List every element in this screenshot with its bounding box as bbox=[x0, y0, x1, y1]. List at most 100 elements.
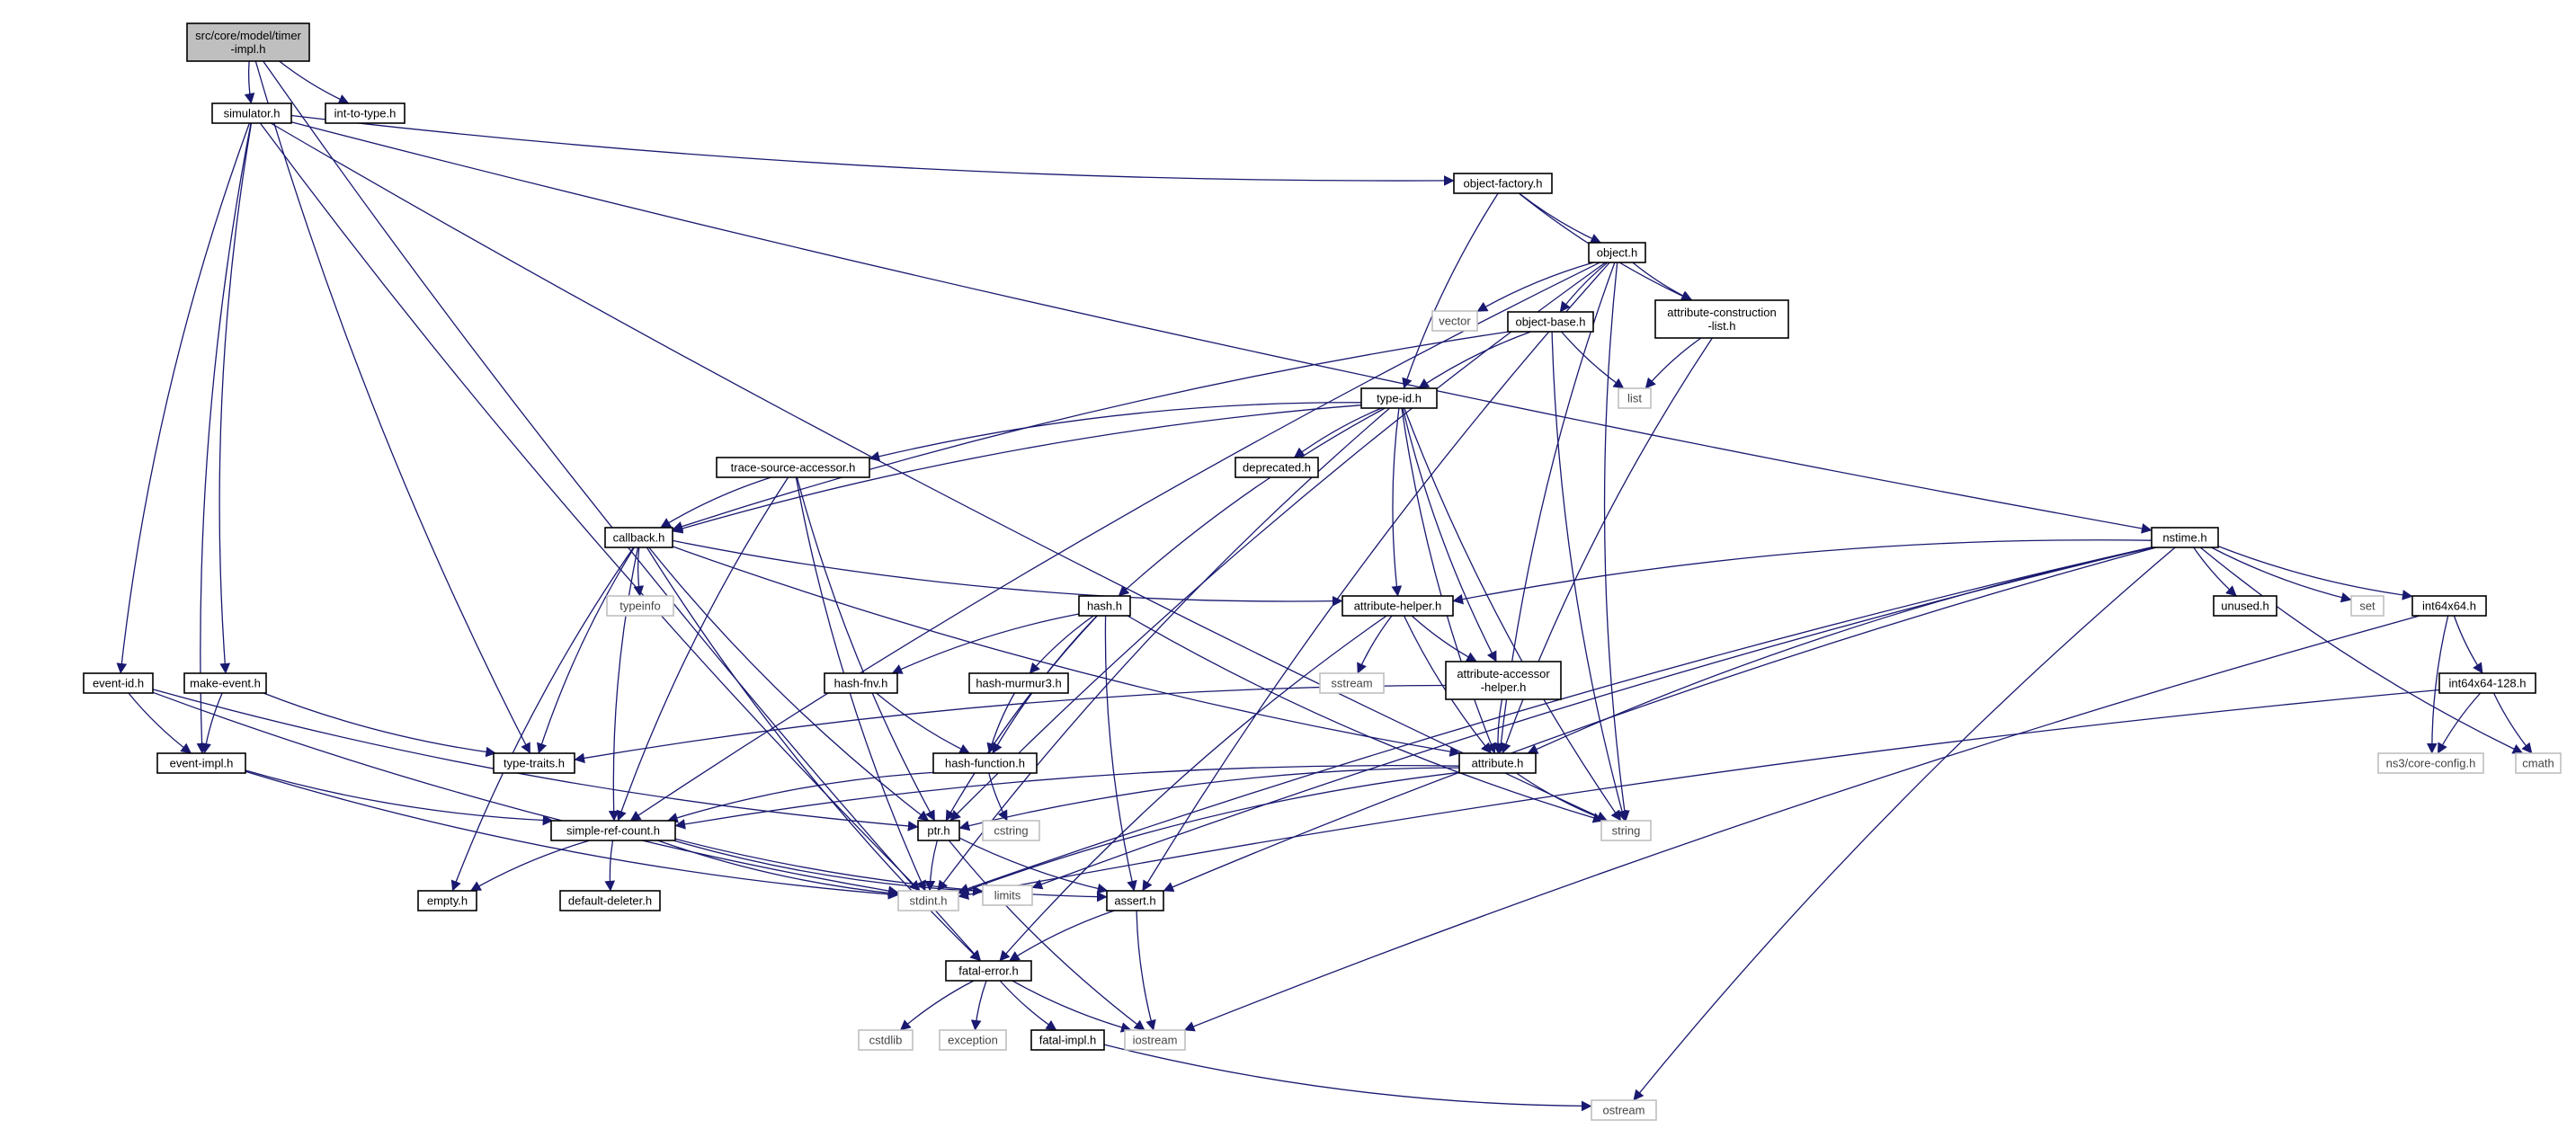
node-label-vector: vector bbox=[1439, 315, 1471, 328]
node-trace-source-accessor[interactable]: trace-source-accessor.h bbox=[716, 457, 870, 478]
edge-attribute-to-simple-ref-count bbox=[674, 765, 1460, 830]
node-label-attribute-construction-list: -list.h bbox=[1707, 319, 1735, 333]
node-hash-function[interactable]: hash-function.h bbox=[932, 752, 1038, 774]
node-box-hash bbox=[1078, 595, 1131, 617]
node-box-simulator bbox=[211, 102, 292, 124]
edge-int64x64-to-int64x64-128 bbox=[2453, 615, 2483, 674]
edge-hash-murmur3-to-hash-function bbox=[986, 692, 1015, 754]
edge-simple-ref-count-to-limits bbox=[673, 840, 984, 896]
node-box-exception bbox=[939, 1029, 1007, 1051]
node-box-attribute-accessor-helper bbox=[1445, 661, 1562, 700]
node-deprecated[interactable]: deprecated.h bbox=[1235, 457, 1319, 478]
node-exception: exception bbox=[939, 1029, 1007, 1051]
edge-object-to-vector bbox=[1476, 262, 1594, 313]
node-int-to-type[interactable]: int-to-type.h bbox=[325, 102, 406, 124]
edge-object-base-to-string bbox=[1551, 331, 1627, 822]
edge-attribute-helper-to-fatal-error bbox=[999, 615, 1387, 962]
node-callback[interactable]: callback.h bbox=[604, 527, 673, 548]
node-string: string bbox=[1600, 820, 1652, 841]
node-event-impl[interactable]: event-impl.h bbox=[156, 752, 246, 774]
node-box-cstdlib bbox=[858, 1029, 914, 1051]
node-fatal-error[interactable]: fatal-error.h bbox=[945, 960, 1032, 982]
edge-trace-source-accessor-to-ptr bbox=[796, 476, 936, 822]
node-label-make-event: make-event.h bbox=[190, 677, 261, 690]
node-box-hash-function bbox=[932, 752, 1038, 774]
node-box-attribute bbox=[1458, 752, 1537, 774]
node-type-traits[interactable]: type-traits.h bbox=[493, 752, 575, 774]
edge-event-id-to-event-impl bbox=[128, 692, 192, 754]
edge-object-base-to-callback bbox=[672, 331, 1510, 532]
edge-type-id-to-attribute-accessor-helper bbox=[1402, 407, 1497, 662]
node-attribute-construction-list[interactable]: attribute-construction-list.h bbox=[1654, 299, 1789, 339]
node-label-exception: exception bbox=[948, 1034, 998, 1047]
node-box-assert bbox=[1106, 890, 1164, 911]
node-type-id[interactable]: type-id.h bbox=[1360, 387, 1438, 409]
edge-nstime-to-assert bbox=[1163, 547, 2157, 893]
node-label-cmath: cmath bbox=[2522, 757, 2554, 770]
node-label-int64x64: int64x64.h bbox=[2422, 600, 2476, 613]
node-label-type-traits: type-traits.h bbox=[504, 757, 565, 770]
node-default-deleter[interactable]: default-deleter.h bbox=[559, 890, 661, 911]
node-label-attribute-helper: attribute-helper.h bbox=[1354, 600, 1442, 613]
node-typeinfo: typeinfo bbox=[606, 595, 674, 617]
edge-object-to-assert bbox=[1142, 262, 1610, 892]
edge-type-id-to-attribute bbox=[1401, 407, 1496, 754]
node-box-object-base bbox=[1507, 311, 1594, 333]
node-label-limits: limits bbox=[994, 889, 1021, 902]
edge-object-base-to-type-id bbox=[1418, 331, 1531, 389]
edge-object-to-string bbox=[1603, 262, 1630, 822]
node-empty[interactable]: empty.h bbox=[417, 890, 477, 911]
node-attribute-accessor-helper[interactable]: attribute-accessor-helper.h bbox=[1445, 661, 1562, 700]
node-box-trace-source-accessor bbox=[716, 457, 870, 478]
node-box-list bbox=[1618, 387, 1652, 409]
edge-type-id-to-string bbox=[1404, 407, 1622, 822]
node-simulator[interactable]: simulator.h bbox=[211, 102, 292, 124]
node-int64x64-128[interactable]: int64x64-128.h bbox=[2438, 672, 2536, 694]
node-box-unused bbox=[2213, 595, 2277, 617]
edge-fatal-error-to-iostream bbox=[1012, 980, 1132, 1033]
node-int64x64[interactable]: int64x64.h bbox=[2411, 595, 2487, 617]
edge-simulator-to-object-factory bbox=[290, 114, 1455, 186]
node-cmath: cmath bbox=[2515, 752, 2562, 774]
edge-attribute-helper-to-attribute-accessor-helper bbox=[1411, 615, 1477, 662]
node-object[interactable]: object.h bbox=[1588, 242, 1646, 263]
node-fatal-impl[interactable]: fatal-impl.h bbox=[1030, 1029, 1105, 1051]
edge-simulator-to-make-event bbox=[218, 122, 253, 674]
node-box-int64x64 bbox=[2411, 595, 2487, 617]
edge-object-to-attribute-construction-list bbox=[1632, 262, 1693, 301]
node-timer-impl[interactable]: src/core/model/timer-impl.h bbox=[186, 22, 310, 62]
edge-attribute-accessor-helper-to-type-traits bbox=[574, 684, 1447, 764]
edge-type-id-to-callback bbox=[672, 404, 1362, 534]
edge-callback-to-attribute-helper bbox=[672, 539, 1343, 607]
node-object-base[interactable]: object-base.h bbox=[1507, 311, 1594, 333]
node-nstime[interactable]: nstime.h bbox=[2151, 527, 2219, 548]
node-box-ns3-core-config bbox=[2377, 752, 2484, 774]
node-ptr[interactable]: ptr.h bbox=[917, 820, 960, 841]
edge-hash-to-ptr bbox=[945, 615, 1098, 822]
node-unused[interactable]: unused.h bbox=[2213, 595, 2277, 617]
edge-object-to-ptr bbox=[949, 262, 1606, 822]
edge-callback-to-empty bbox=[450, 547, 635, 892]
node-make-event[interactable]: make-event.h bbox=[183, 672, 267, 694]
node-box-set bbox=[2350, 595, 2384, 617]
node-attribute-helper[interactable]: attribute-helper.h bbox=[1341, 595, 1454, 617]
node-box-event-id bbox=[83, 672, 154, 694]
node-label-set: set bbox=[2359, 600, 2375, 613]
node-assert[interactable]: assert.h bbox=[1106, 890, 1164, 911]
node-simple-ref-count[interactable]: simple-ref-count.h bbox=[550, 820, 676, 841]
node-set: set bbox=[2350, 595, 2384, 617]
node-hash-fnv[interactable]: hash-fnv.h bbox=[824, 672, 898, 694]
edge-assert-to-iostream bbox=[1136, 910, 1156, 1031]
node-label-fatal-impl: fatal-impl.h bbox=[1039, 1034, 1097, 1047]
node-label-empty: empty.h bbox=[427, 894, 468, 908]
edge-int64x64-128-to-stdint bbox=[958, 689, 2440, 900]
node-hash-murmur3[interactable]: hash-murmur3.h bbox=[968, 672, 1069, 694]
node-list: list bbox=[1618, 387, 1652, 409]
node-attribute[interactable]: attribute.h bbox=[1458, 752, 1537, 774]
node-object-factory[interactable]: object-factory.h bbox=[1453, 173, 1553, 194]
node-hash[interactable]: hash.h bbox=[1078, 595, 1131, 617]
edge-hash-to-hash-fnv bbox=[891, 613, 1080, 674]
node-label-assert: assert.h bbox=[1114, 894, 1155, 908]
edge-callback-to-ptr bbox=[648, 547, 930, 822]
node-event-id[interactable]: event-id.h bbox=[83, 672, 154, 694]
